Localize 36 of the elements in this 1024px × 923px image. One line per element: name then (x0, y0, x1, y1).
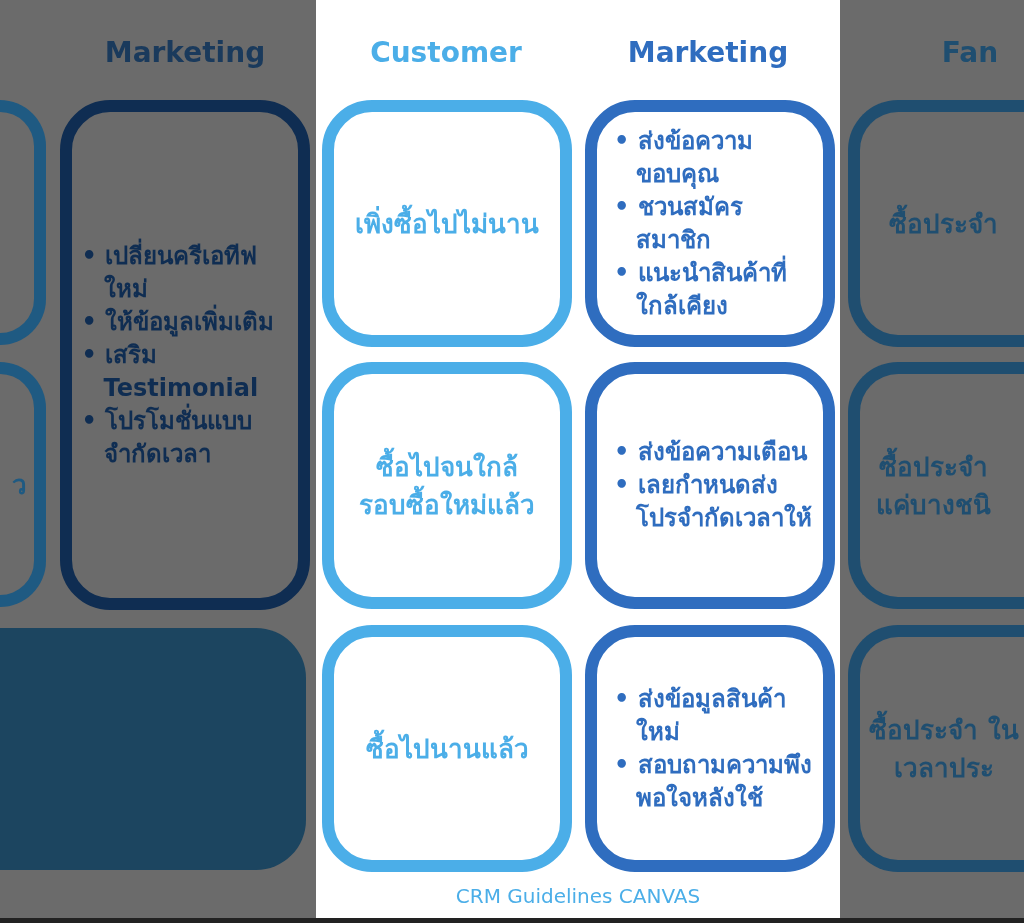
segment-text: ซื้อประจำ ในเวลาประ (868, 710, 1020, 787)
customer-stage-text: ซื้อไปนานแล้ว (347, 729, 547, 768)
fan-box (848, 362, 1024, 609)
bullet-item: • ชวนสมัครสมาชิก (614, 191, 744, 255)
marketing-box (60, 100, 310, 610)
customer-box (322, 625, 572, 872)
bullet-item: • โปรโมชั่นแบบจำกัดเวลา (81, 404, 297, 471)
bullet-item: • ให้ข้อมูลเพิ่มเติม (81, 305, 297, 339)
marketing-box (585, 100, 835, 347)
segment-box (0, 362, 46, 607)
customer-stage-text: เพิ่งซื้อไปไม่นาน (352, 204, 542, 243)
bullet-item: • ส่งข้อความเตือน (614, 437, 809, 468)
column-heading: Customer (369, 36, 523, 69)
column-heading: Marketing (103, 36, 267, 69)
bullet-item: • ส่งข้อมูลสินค้าใหม่ (614, 683, 787, 748)
customer-stage-text: ซื้อไปจนใกล้รอบซื้อใหม่แล้ว (357, 447, 537, 524)
bullet-item: • แนะนำสินค้าที่ใกล้เคียง (614, 256, 814, 323)
bullet-item: • เสริม Testimonial (81, 339, 260, 403)
segment-text: ซื้อประจำ แค่บางชนิ (868, 447, 998, 524)
segment-text: ซื้อประจำ (868, 204, 1018, 243)
column-heading: Marketing (626, 36, 790, 69)
marketing-box (585, 362, 835, 609)
fan-box (848, 625, 1024, 872)
segment-text: ว (10, 468, 28, 502)
filled-panel (0, 628, 306, 870)
bullet-item: • สอบถามความพึงพอใจหลังใช้ (614, 749, 813, 814)
bullet-item: • เลยกำหนดส่งโปรจำกัดเวลาให้ (614, 470, 813, 534)
marketing-box (585, 625, 835, 872)
footer-caption: CRM Guidelines CANVAS (454, 884, 702, 908)
segment-box (0, 100, 46, 345)
fan-box (848, 100, 1024, 347)
customer-box (322, 362, 572, 609)
bullet-item: • ส่งข้อความขอบคุณ (614, 125, 754, 191)
bullet-item: • เปลี่ยนครีเอทีฟใหม่ (81, 239, 297, 306)
customer-box (322, 100, 572, 347)
column-heading: Fan (940, 36, 1000, 69)
